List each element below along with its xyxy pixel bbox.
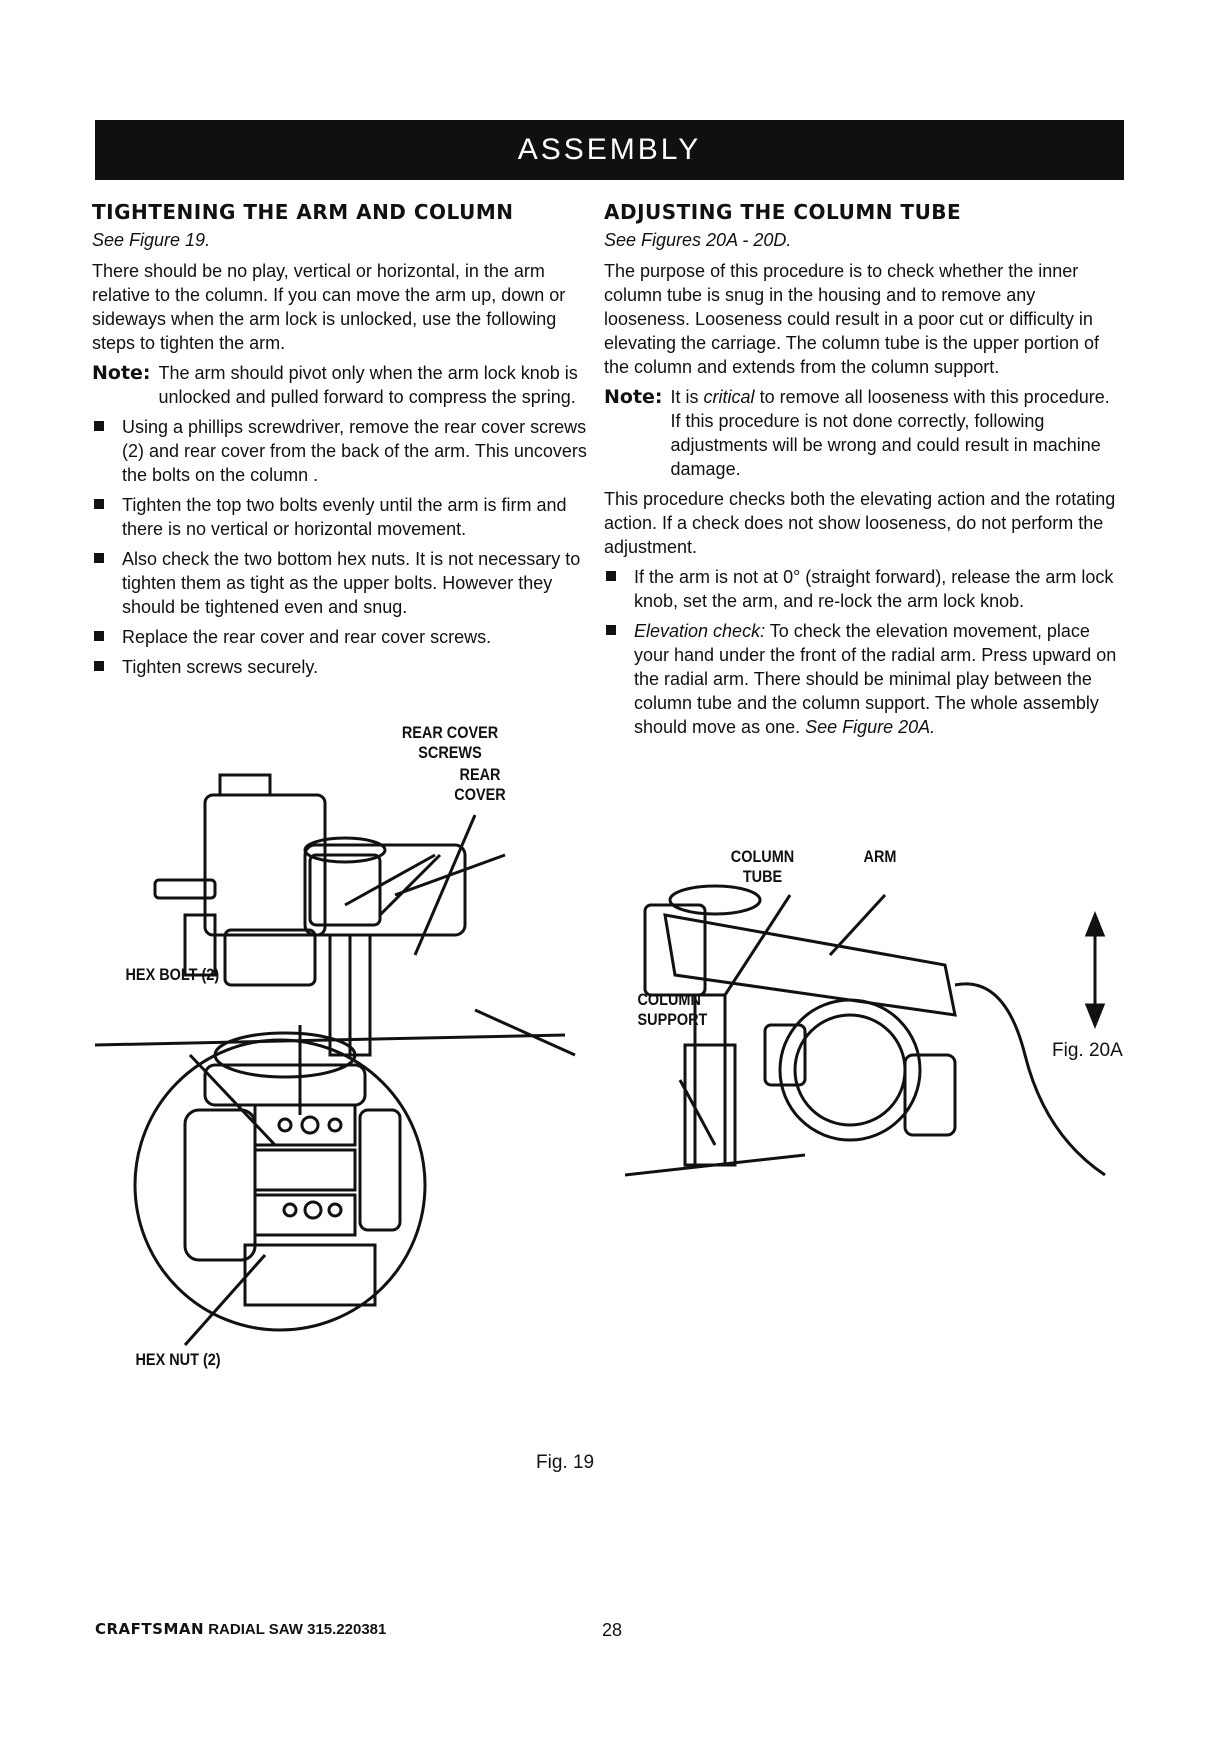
right-see-figures: See Figures 20A - 20D. xyxy=(604,230,792,250)
figure-20a-caption: Fig. 20A xyxy=(1052,1040,1123,1061)
craftsman-logo: CRAFTSMAN xyxy=(95,1620,205,1638)
page-number: 28 xyxy=(602,1620,623,1640)
label-column-tube: COLUMN TUBE xyxy=(730,847,795,886)
label-rear-cover-screws: REAR COVER SCREWS xyxy=(401,723,499,762)
footer-model: RADIAL SAW 315.220381 xyxy=(208,1621,387,1638)
list-item: If the arm is not at 0° (straight forwar… xyxy=(604,565,1124,613)
note-label: Note: xyxy=(92,362,151,384)
section-banner: ASSEMBLY xyxy=(95,120,1124,180)
right-heading: ADJUSTING THE COLUMN TUBE xyxy=(604,200,962,224)
note-text: The arm should pivot only when the arm l… xyxy=(158,363,578,407)
left-intro: There should be no play, vertical or hor… xyxy=(92,261,566,353)
right-note: Note: It is critical to remove all loose… xyxy=(604,385,1124,481)
left-column: TIGHTENING THE ARM AND COLUMN See Figure… xyxy=(92,200,597,685)
left-note: Note: The arm should pivot only when the… xyxy=(92,361,597,409)
list-item: Tighten screws securely. xyxy=(92,655,597,679)
note-label: Note: xyxy=(604,386,663,408)
bullet-icon xyxy=(94,661,104,671)
figure-20a: COLUMN TUBE ARM COLUMN SUPPORT xyxy=(624,847,1125,1235)
list-item: Using a phillips screwdriver, remove the… xyxy=(92,415,597,487)
label-hex-bolt: HEX BOLT (2) xyxy=(125,965,220,984)
right-intro: The purpose of this procedure is to chec… xyxy=(604,261,1099,377)
bullet-icon xyxy=(606,625,616,635)
note-text: It is critical to remove all looseness w… xyxy=(670,387,1110,479)
right-column: ADJUSTING THE COLUMN TUBE See Figures 20… xyxy=(604,200,1124,745)
label-hex-nut: HEX NUT (2) xyxy=(135,1350,221,1369)
label-column-support: COLUMN SUPPORT xyxy=(637,990,708,1029)
list-item: Tighten the top two bolts evenly until t… xyxy=(92,493,597,541)
bullet-icon xyxy=(94,421,104,431)
label-arm: ARM xyxy=(863,847,897,866)
figure-19-caption: Fig. 19 xyxy=(536,1452,595,1473)
right-para2: This procedure checks both the elevating… xyxy=(604,489,1116,557)
figure-19: REAR COVER SCREWS REAR COVER HEX BOLT (2… xyxy=(94,723,605,1475)
right-bullet-list: If the arm is not at 0° (straight forwar… xyxy=(604,565,1124,739)
bullet-icon xyxy=(94,631,104,641)
bullet-icon xyxy=(94,499,104,509)
left-see-figure: See Figure 19. xyxy=(92,230,211,250)
left-heading: TIGHTENING THE ARM AND COLUMN xyxy=(92,200,514,224)
list-item: Replace the rear cover and rear cover sc… xyxy=(92,625,597,649)
list-item: Elevation check: To check the elevation … xyxy=(604,619,1124,739)
label-rear-cover: REAR COVER xyxy=(454,765,506,804)
section-title: ASSEMBLY xyxy=(517,133,702,166)
left-bullet-list: Using a phillips screwdriver, remove the… xyxy=(92,415,597,679)
footer-brand: CRAFTSMAN RADIAL SAW 315.220381 xyxy=(95,1620,386,1638)
bullet-icon xyxy=(94,553,104,563)
radial-arm-elevation-illustration xyxy=(624,884,1106,1177)
radial-saw-column-illustration xyxy=(94,773,576,1346)
list-item: Also check the two bottom hex nuts. It i… xyxy=(92,547,597,619)
bullet-icon xyxy=(606,571,616,581)
